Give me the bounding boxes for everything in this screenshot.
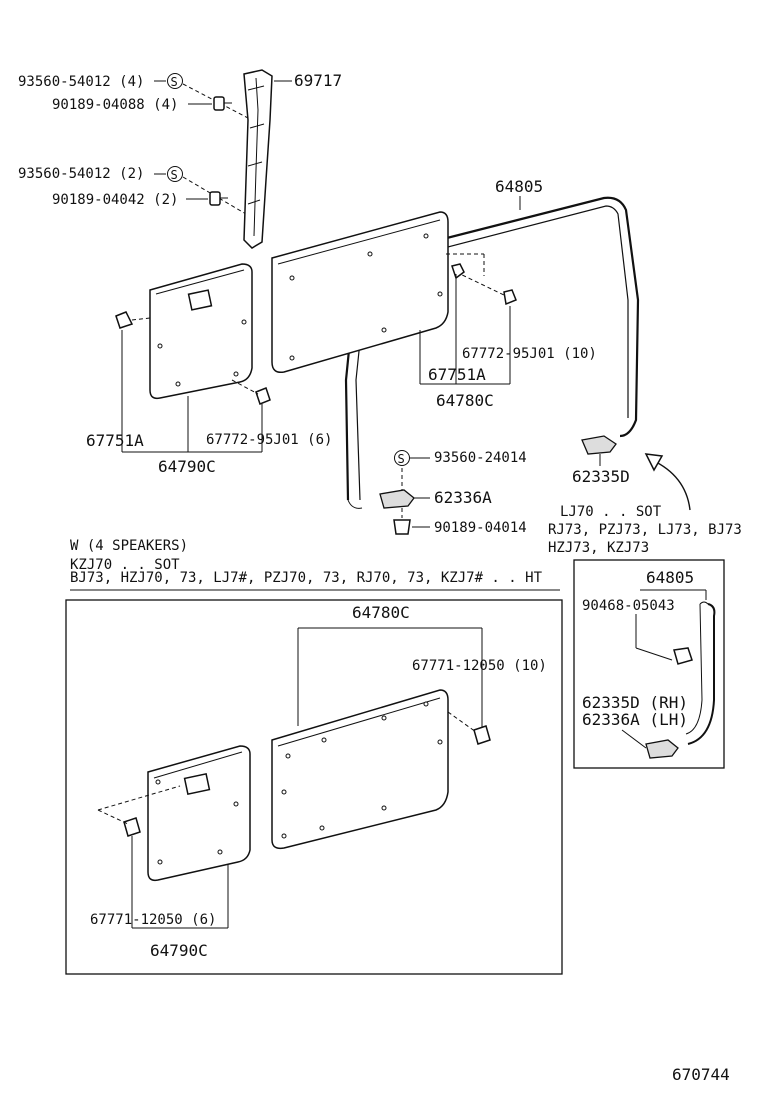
- label-67772-95j01-6: 67772-95J01 (6): [206, 432, 332, 448]
- lower-trim-board-group: 67751A 67772-95J01 (6) 64790C: [86, 263, 332, 476]
- svg-text:S: S: [171, 75, 178, 89]
- lj-note-line3: HZJ73, KZJ73: [548, 540, 649, 556]
- clip-icon: [473, 725, 491, 745]
- lj-note-line1: LJ70 . . SOT: [560, 504, 662, 520]
- speaker-variant-box: 64780C 67771-12050 (10): [65, 599, 563, 975]
- screw-icon: [209, 191, 228, 206]
- label-62336a-lh: 62336A (LH): [582, 710, 688, 729]
- w-note-line3: BJ73, HZJ70, 73, LJ7#, PZJ70, 73, RJ70, …: [70, 570, 543, 586]
- bracket-part-inset: [645, 739, 679, 759]
- speaker-door-board-part: [147, 745, 251, 882]
- label-69717: 69717: [294, 71, 342, 90]
- upper-trim-board-group: 67772-95J01 (10) 67751A 64780C: [271, 211, 597, 410]
- lj-note-line2: RJ73, PZJ73, LJ73, BJ73: [548, 522, 742, 538]
- w-note-line2: KZJ70 . . SOT: [70, 557, 180, 573]
- label-67771-12050-10: 67771-12050 (10): [412, 658, 547, 674]
- label-64805: 64805: [495, 177, 543, 196]
- label-64805-inset: 64805: [646, 568, 694, 587]
- pillar-garnish-group: 93560-54012 (4) 90189-04088 (4) 69717 93…: [18, 69, 342, 249]
- washer-symbol-icon: S: [167, 73, 183, 89]
- lower-fasteners-group: S 93560-24014 62336A 90189-04014 62335D: [379, 435, 691, 536]
- label-90189-04042-2: 90189-04042 (2): [52, 192, 178, 208]
- nut-icon: [393, 519, 411, 535]
- clip-icon: [115, 311, 134, 329]
- pillar-garnish-part: [243, 69, 273, 249]
- label-67771-12050-6: 67771-12050 (6): [90, 912, 216, 928]
- label-64790c-top: 64790C: [158, 457, 216, 476]
- clip-icon: [255, 387, 271, 405]
- washer-symbol-icon: S: [167, 166, 183, 182]
- label-62335d: 62335D: [572, 467, 630, 486]
- screw-icon: [213, 96, 232, 111]
- clip-icon: [123, 817, 141, 837]
- label-62336a: 62336A: [434, 488, 492, 507]
- label-93560-54012-4: 93560-54012 (4): [18, 74, 144, 90]
- bracket-part: [379, 489, 415, 509]
- clip-icon: [673, 647, 693, 665]
- weatherstrip-end-part: [685, 601, 716, 745]
- label-62335d-rh: 62335D (RH): [582, 693, 688, 712]
- w-note-line1: W (4 SPEAKERS): [70, 538, 188, 554]
- bracket-part-62335d: [581, 435, 617, 455]
- door-trim-board-part: [149, 263, 253, 400]
- label-64780c-box: 64780C: [352, 603, 410, 622]
- label-93560-54012-2: 93560-54012 (2): [18, 166, 144, 182]
- label-93560-24014: 93560-24014: [434, 450, 527, 466]
- clip-icon: [451, 263, 465, 280]
- label-64780c-top: 64780C: [436, 391, 494, 410]
- speaker-quarter-board-part: [271, 689, 449, 850]
- label-67751a-right: 67751A: [428, 365, 486, 384]
- clip-icon: [503, 289, 517, 306]
- label-67751a-left: 67751A: [86, 431, 144, 450]
- label-90189-04014: 90189-04014: [434, 520, 527, 536]
- washer-symbol-icon: S: [394, 450, 410, 466]
- weatherstrip-inset-box: 64805 90468-05043 62335D (RH) 62336A (LH…: [573, 559, 725, 769]
- curved-arrow-icon: [644, 453, 691, 511]
- diagram-number: 670744: [672, 1065, 730, 1084]
- quarter-trim-board-part: [271, 211, 449, 374]
- label-64790c-box: 64790C: [150, 941, 208, 960]
- label-90468-05043: 90468-05043: [582, 598, 675, 614]
- svg-text:S: S: [398, 452, 405, 466]
- label-67772-95j01-10: 67772-95J01 (10): [462, 346, 597, 362]
- label-90189-04088-4: 90189-04088 (4): [52, 97, 178, 113]
- svg-text:S: S: [171, 168, 178, 182]
